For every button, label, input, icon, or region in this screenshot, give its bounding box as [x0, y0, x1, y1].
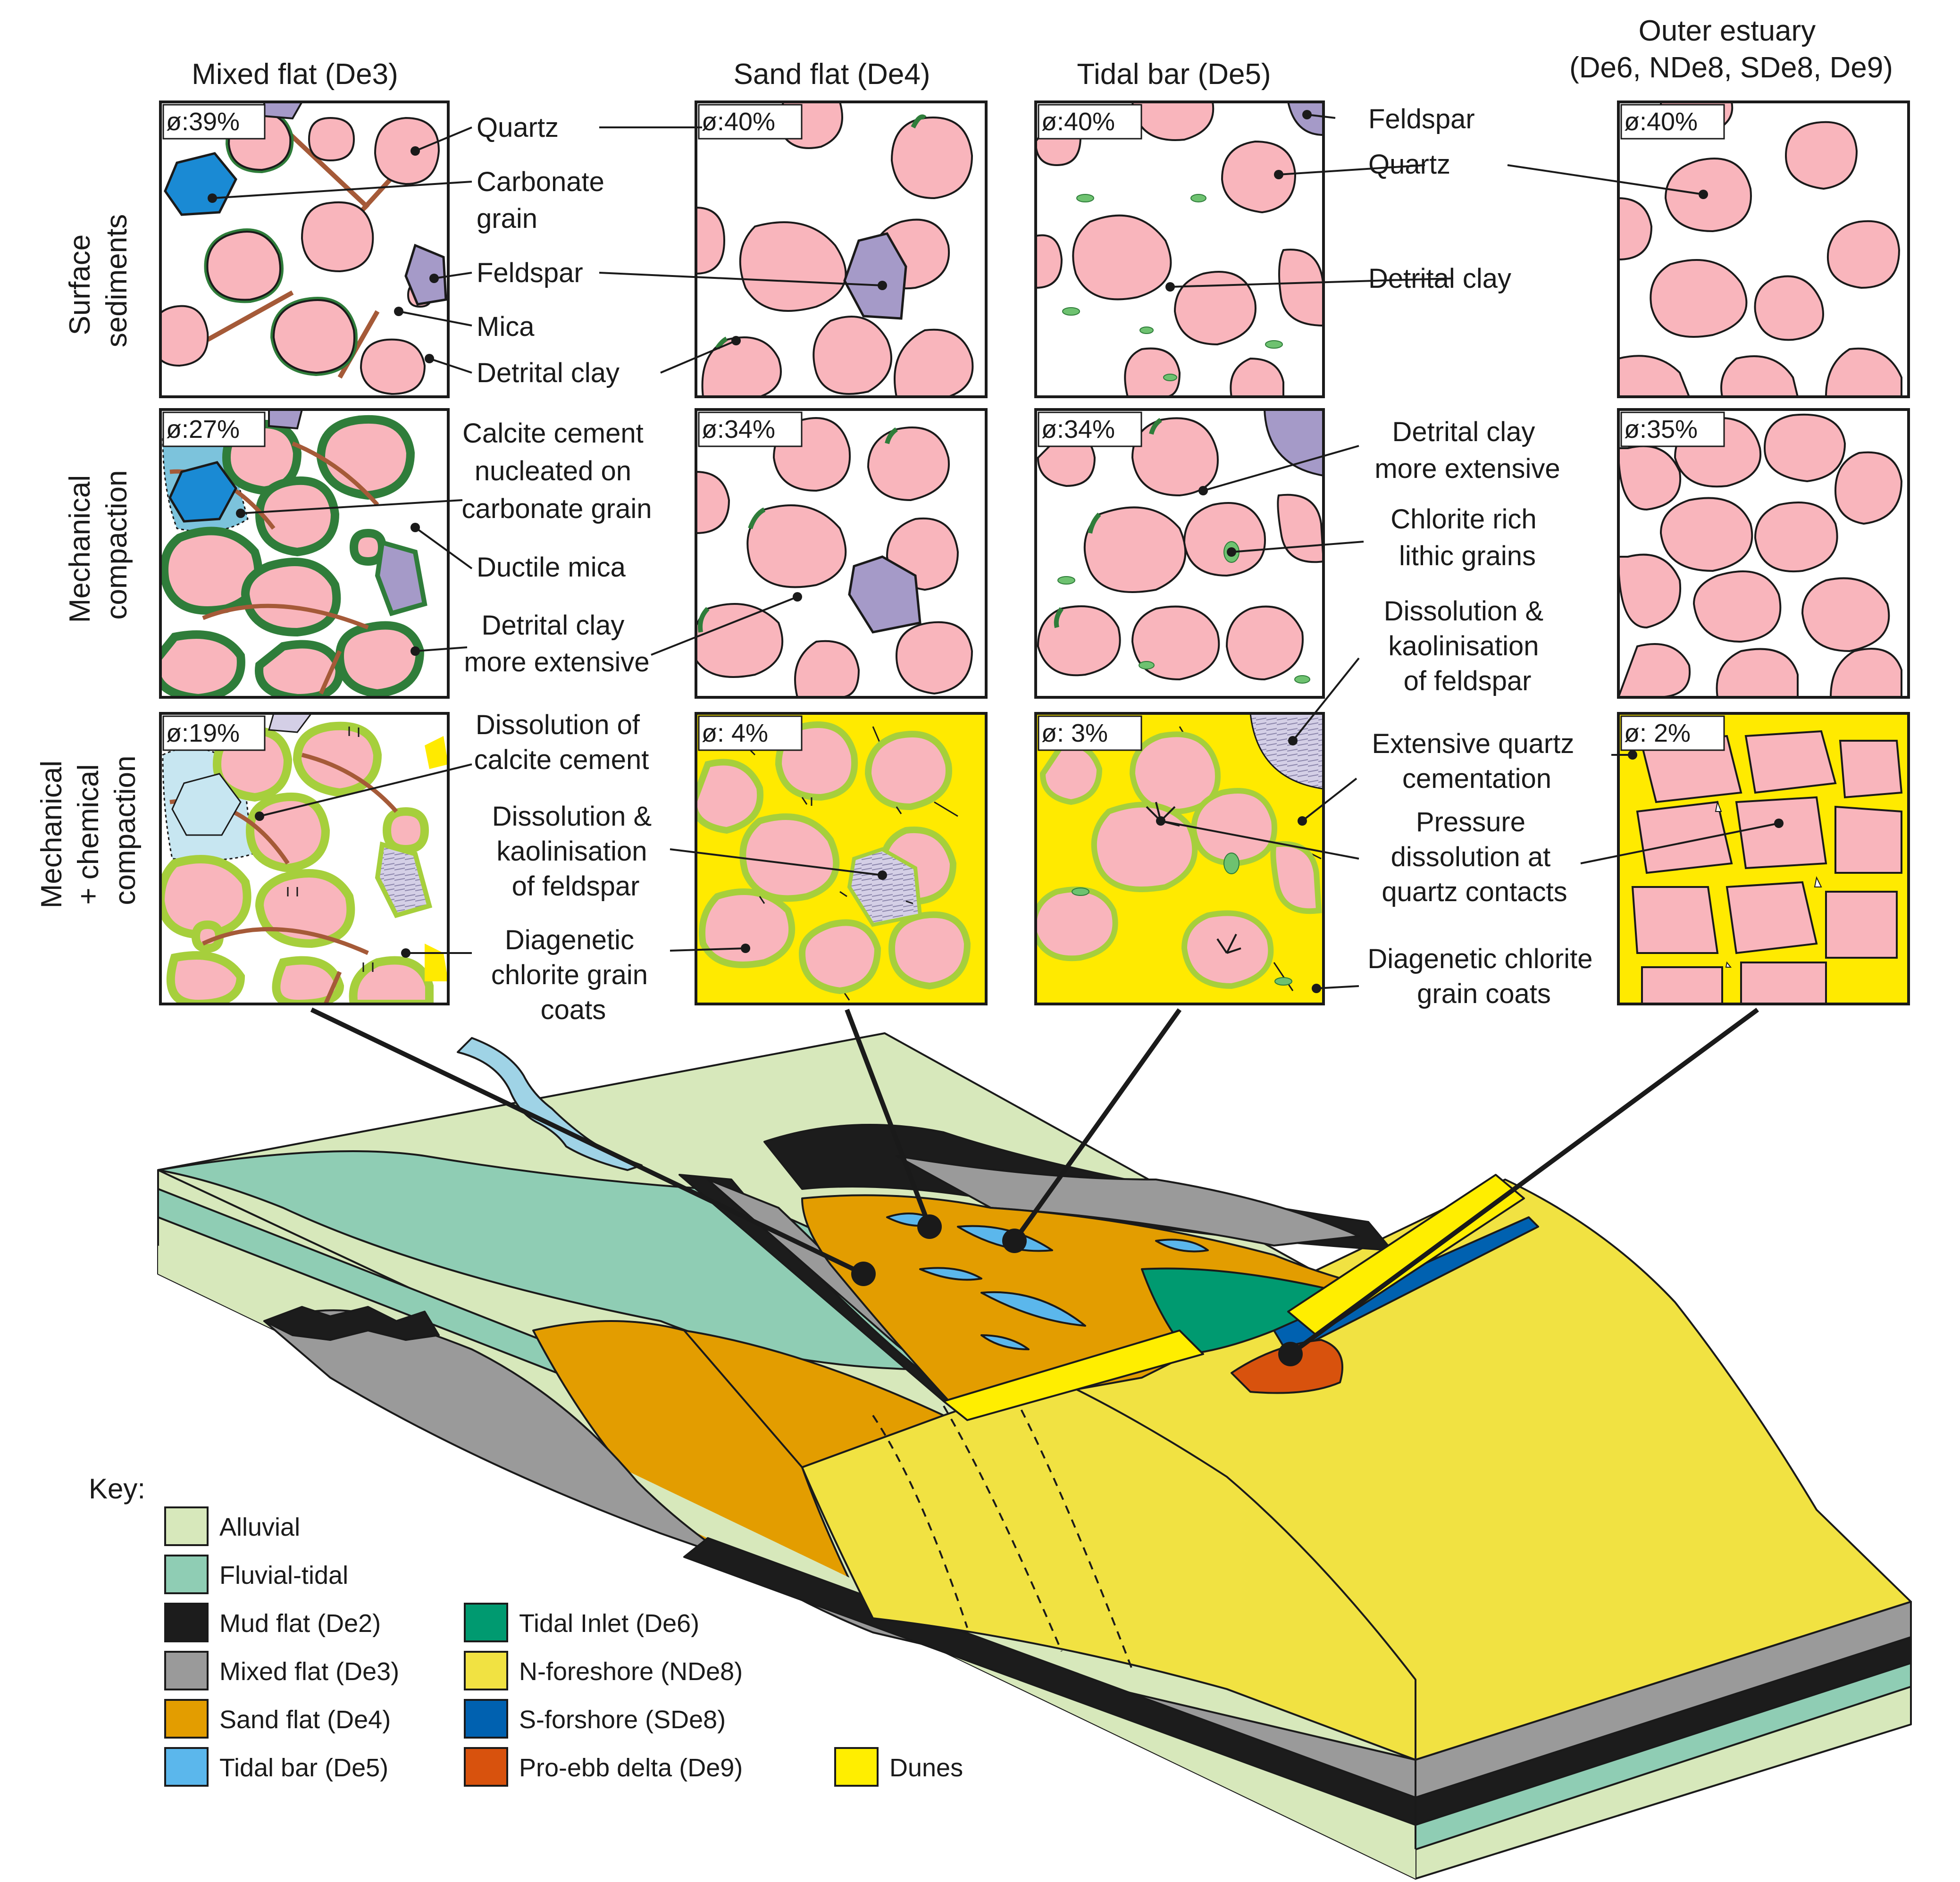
block-diagram: [157, 1032, 1912, 1880]
connector-dots: [851, 1214, 1303, 1366]
label-dissolution-calcite: Dissolution of calcite cement: [474, 710, 649, 775]
connector-lines: [310, 1007, 1759, 1356]
porosity-outer-surface: ø:40%: [1624, 108, 1698, 136]
column-title-tidal-bar: Tidal bar (De5): [1077, 58, 1271, 91]
label-detrital-clay-extensive: Detrital clay more extensive: [464, 610, 649, 678]
legend-label: N-foreshore (NDe8): [519, 1657, 743, 1686]
label-detrital-clay: Detrital clay: [477, 358, 620, 388]
legend-item: N-foreshore (NDe8): [464, 1651, 743, 1690]
legend-label: Mixed flat (De3): [219, 1657, 399, 1686]
porosity-sand-mech: ø:34%: [702, 415, 775, 443]
panel-tidal-bar-surface: ø:40%: [1034, 100, 1325, 398]
column-title-mixed-flat: Mixed flat (De3): [192, 58, 398, 91]
legend-swatch: [834, 1747, 879, 1787]
panel-sand-flat-mechanical: ø:34%: [695, 408, 988, 699]
legend-item: Tidal bar (De5): [164, 1747, 388, 1787]
legend-item: Pro-ebb delta (De9): [464, 1747, 743, 1787]
label-pressure-dissolution: Pressure dissolution at quartz contacts: [1382, 807, 1567, 907]
label-sand-dissolution-feldspar: Dissolution & kaolinisation of feldspar: [492, 801, 660, 902]
panel-outer-estuary-mechanical: ø:35%: [1617, 408, 1910, 699]
row-titles: Surface sediments Mechanical compaction …: [35, 214, 142, 909]
row-title-surface: Surface sediments: [64, 214, 133, 348]
label-diagenetic-chlorite: Diagenetic chlorite grain coats: [491, 925, 655, 1025]
porosity-outer-mech: ø:35%: [1624, 415, 1698, 443]
porosity-sand-chem: ø: 4%: [702, 719, 768, 747]
label-ductile-mica: Ductile mica: [477, 552, 626, 583]
row-title-mechanical: Mechanical compaction: [64, 467, 133, 623]
panel-outer-estuary-surface: ø:40%: [1617, 100, 1910, 398]
legend-title: Key:: [89, 1473, 145, 1505]
label-calcite-cement: Calcite cement nucleated on carbonate gr…: [461, 418, 652, 524]
label-quartz: Quartz: [477, 112, 559, 143]
leader-lines: [212, 114, 1779, 989]
legend-swatch: [464, 1651, 508, 1690]
label-carbonate-grain: Carbonate grain: [477, 167, 612, 234]
legend-swatch: [164, 1651, 209, 1690]
legend-swatch: [164, 1699, 209, 1739]
column-title-outer-estuary: Outer estuary (De6, NDe8, SDe8, De9): [1569, 15, 1893, 84]
row-title-chemical: Mechanical + chemical compaction: [35, 753, 142, 909]
porosity-mixed-chem: ø:19%: [166, 719, 240, 747]
legend-label: Mud flat (De2): [219, 1609, 381, 1638]
porosity-tidal-surface: ø:40%: [1041, 108, 1115, 136]
label-mica: Mica: [477, 311, 535, 342]
legend-label: S-forshore (SDe8): [519, 1706, 726, 1734]
legend-item: Alluvial: [164, 1506, 300, 1546]
panel-sand-flat-chemical: ø: 4%: [695, 712, 988, 1005]
legend-item: Sand flat (De4): [164, 1699, 391, 1739]
legend-item: Mixed flat (De3): [164, 1651, 399, 1690]
legend-label: Sand flat (De4): [219, 1706, 391, 1734]
legend-swatch: [464, 1747, 508, 1787]
leader-dots: [208, 110, 1784, 993]
porosity-sand-surface: ø:40%: [702, 108, 775, 136]
legend-swatch: [464, 1603, 508, 1642]
label-chlorite-lithic: Chlorite rich lithic grains: [1390, 504, 1544, 571]
porosity-outer-chem: ø: 2%: [1624, 719, 1691, 747]
porosity-mixed-mech: ø:27%: [166, 415, 240, 443]
legend-swatch: [164, 1747, 209, 1787]
panel-mixed-flat-chemical: ø:19%: [159, 712, 450, 1005]
legend-label: Pro-ebb delta (De9): [519, 1754, 743, 1782]
legend-item: Tidal Inlet (De6): [464, 1603, 699, 1642]
legend-swatch: [164, 1603, 209, 1642]
legend-label: Fluvial-tidal: [219, 1561, 348, 1589]
legend-label: Dunes: [889, 1754, 963, 1782]
panel-mixed-flat-mechanical: ø:27%: [159, 408, 450, 699]
panel-mixed-flat-surface: ø:39%: [159, 100, 450, 398]
porosity-tidal-mech: ø:34%: [1041, 415, 1115, 443]
label-tidal-quartz: Quartz: [1368, 149, 1450, 180]
annotations: Quartz Carbonate grain Feldspar Mica Det…: [461, 104, 1600, 1025]
legend-label: Alluvial: [219, 1513, 300, 1541]
legend-swatch: [164, 1506, 209, 1546]
label-tidal-diagenetic-chlorite: Diagenetic chlorite grain coats: [1367, 944, 1600, 1009]
label-tidal-feldspar: Feldspar: [1368, 104, 1475, 134]
label-tidal-detrital-clay-extensive: Detrital clay more extensive: [1374, 417, 1560, 484]
legend-swatch: [164, 1555, 209, 1594]
label-feldspar: Feldspar: [477, 258, 583, 288]
legend-label: Tidal bar (De5): [219, 1754, 388, 1782]
legend-label: Tidal Inlet (De6): [519, 1609, 699, 1638]
column-title-sand-flat: Sand flat (De4): [734, 58, 930, 91]
label-quartz-cementation: Extensive quartz cementation: [1372, 728, 1582, 794]
column-titles: Mixed flat (De3) Sand flat (De4) Tidal b…: [192, 15, 1893, 91]
panel-tidal-bar-chemical: ø: 3%: [1034, 712, 1325, 1005]
panel-tidal-bar-mechanical: ø:34%: [1034, 408, 1325, 699]
label-tidal-detrital-clay: Detrital clay: [1368, 263, 1511, 294]
legend-item: Mud flat (De2): [164, 1603, 381, 1642]
legend-item: S-forshore (SDe8): [464, 1699, 726, 1739]
panel-sand-flat-surface: ø:40%: [695, 100, 988, 398]
legend-item: Fluvial-tidal: [164, 1555, 348, 1594]
label-tidal-dissolution-feldspar: Dissolution & kaolinisation of feldspar: [1384, 596, 1551, 696]
legend-item: Dunes: [834, 1747, 963, 1787]
legend-swatch: [464, 1699, 508, 1739]
porosity-mixed-surface: ø:39%: [166, 108, 240, 136]
porosity-tidal-chem: ø: 3%: [1041, 719, 1108, 747]
panel-outer-estuary-chemical: ø: 2%: [1617, 712, 1910, 1005]
